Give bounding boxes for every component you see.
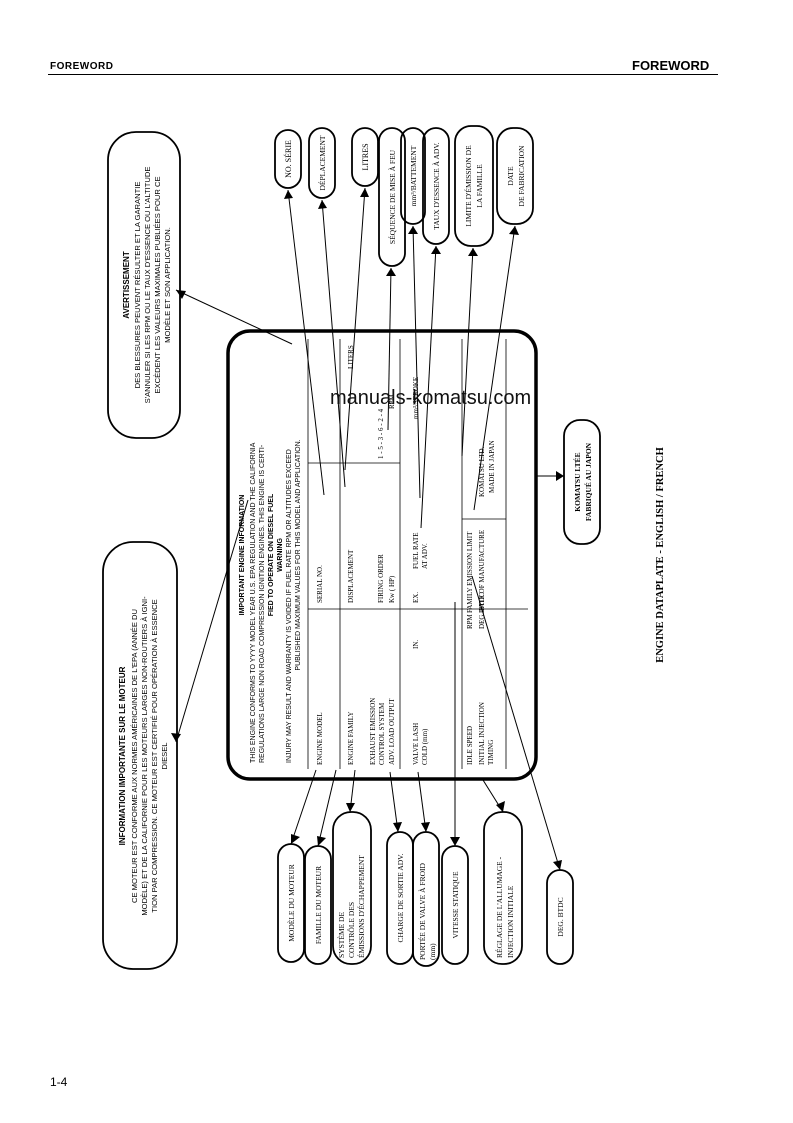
page-number: 1-4 xyxy=(50,1075,68,1089)
plate-komatsu-2: MADE IN JAPAN xyxy=(488,440,496,493)
callout-portee-2: (mm) xyxy=(428,943,437,960)
callout-komatsu-2: FABRIQUÉ AU JAPON xyxy=(583,442,593,521)
callout-systeme-3: ÉMISSIONS D'ÉCHAPPEMENT xyxy=(356,855,366,958)
plate-rpm-1: RPM xyxy=(388,393,396,409)
plate-inj-2: TIMING xyxy=(487,740,495,765)
engine-dataplate: IMPORTANT ENGINE INFORMATION THIS ENGINE… xyxy=(226,329,538,781)
callout-sequence: SÉQUENCE DE MISE À FEU xyxy=(387,149,397,244)
callout-limite-2: LA FAMILLE xyxy=(475,164,484,208)
plate-valve-2: COLD (mm) xyxy=(421,728,429,765)
plate-warning-title: WARNING xyxy=(277,538,284,572)
warn-line-1: DES BLESSURES PEUVENT RÉSULTER ET LA GAR… xyxy=(133,182,142,389)
header-left: FOREWORD xyxy=(50,61,114,72)
callout-famille: FAMILLE DU MOTEUR xyxy=(314,866,323,944)
plate-komatsu-1: KOMATSU LTD. xyxy=(478,446,486,497)
plate-engine-model: ENGINE MODEL xyxy=(316,712,324,765)
plate-dom: DATE OF MANUFACTURE xyxy=(478,530,486,613)
plate-fel: FAMILY EMISSION LIMIT xyxy=(466,531,474,613)
warn-title: AVERTISSEMENT xyxy=(122,251,131,319)
plate-rpm-2: RPM xyxy=(466,613,474,629)
info-line-4: DIESEL xyxy=(160,742,169,769)
info-title: INFORMATION IMPORTANTE SUR LE MOTEUR xyxy=(118,666,127,845)
callout-charge: CHARGE DE SORTIE ADV. xyxy=(396,853,405,942)
plate-inj-1: INITIAL INJECTION xyxy=(478,702,486,765)
plate-firing-order: FIRING ORDER xyxy=(377,554,385,603)
info-line-1: CE MOTEUR EST CONFORME AUX NORMES AMÉRIC… xyxy=(130,609,139,903)
plate-adv-load: ADV. LOAD OUTPUT xyxy=(388,698,396,765)
callout-date-2: DE FABRICATION xyxy=(517,145,526,206)
plate-serial-no: SERIAL NO. xyxy=(316,565,324,603)
callout-reglage-2: INJECTION INITIALE xyxy=(506,885,515,958)
dataplate-border xyxy=(226,329,538,781)
callout-vitesse: VITESSE STATIQUE xyxy=(451,871,460,939)
callout-portee-1: PORTÉE DE VALVE À FROID xyxy=(417,862,427,960)
callout-deg: DEG. BTDC xyxy=(556,897,565,936)
warn-line-2: S'ANNULER SI LES RPM OU LE TAUX D'ESSENC… xyxy=(143,167,152,404)
callout-reglage-1: RÉGLAGE DE L'ALLUMAGE - xyxy=(494,856,504,958)
callout-battement: mm³/BATTEMENT xyxy=(409,145,418,206)
info-line-3: TION PAR COMPRESSION. CE MOTEUR EST CERT… xyxy=(150,599,159,912)
plate-liters: LITERS xyxy=(347,345,355,369)
watermark: manuals-komatsu.com xyxy=(330,387,532,409)
plate-in: IN. xyxy=(412,640,420,649)
leader-lines xyxy=(175,187,564,871)
callout-warn-bubble xyxy=(107,131,181,439)
callout-info-bubble xyxy=(102,541,178,970)
plate-fuel-2: AT ADV. xyxy=(421,543,429,569)
callout-systeme-2: CONTRÔLE DES xyxy=(346,902,356,958)
plate-intro-2: REGULATIONS LARGE NON ROAD COMPRESSION I… xyxy=(259,444,266,763)
plate-mm3: mm³/STROKE xyxy=(412,377,420,419)
plate-warning-2: PUBLISHED MAXIMUM VALUES FOR THIS MODEL … xyxy=(295,439,302,670)
callout-komatsu-1: KOMATSU LTÉE xyxy=(572,452,582,511)
plate-title: IMPORTANT ENGINE INFORMATION xyxy=(239,495,246,616)
callout-systeme-1: SYSTÈME DE xyxy=(336,912,346,958)
plate-intro-1: THIS ENGINE CONFORMS TO YYYY MODEL YEAR … xyxy=(250,442,257,763)
callout-taux: TAUX D'ESSENCE À ADV. xyxy=(431,142,441,229)
plate-exhaust-1: EXHAUST EMISSION xyxy=(369,698,377,765)
plate-warning-1: INJURY MAY RESULT AND WARRANTY IS VOIDED… xyxy=(286,449,293,763)
plate-ex: EX. xyxy=(412,592,420,603)
plate-firing-values: 1 - 5 - 3 - 6 - 2 - 4 xyxy=(377,408,385,459)
warn-line-4: MODÈLE ET SON APPLICATION. xyxy=(163,227,172,343)
plate-kw: Kw ( HP) xyxy=(388,575,396,603)
info-line-2: MODÈLE) ET DE LA CALIFORNIE POUR LES MOT… xyxy=(140,596,149,916)
plate-valve-1: VALVE LASH xyxy=(412,723,420,765)
warn-line-3: EXCÈDENT LES VALEURS MAXIMALES PUBLIÉES … xyxy=(153,176,162,393)
callout-limite-1: LIMITE D'ÉMISSION DE xyxy=(463,145,473,227)
plate-idle: IDLE SPEED xyxy=(466,726,474,765)
figure-caption: ENGINE DATAPLATE - ENGLISH / FRENCH xyxy=(655,447,666,663)
callout-modele: MODÈLE DU MOTEUR xyxy=(286,864,296,942)
callout-no-serie: NO. SÉRIE xyxy=(283,140,293,178)
callout-litres: LITRES xyxy=(361,143,370,170)
plate-displacement: DISPLACEMENT xyxy=(347,549,355,603)
plate-fuel-1: FUEL RATE xyxy=(412,533,420,570)
plate-exhaust-2: CONTROL SYSTEM xyxy=(378,702,386,765)
callout-date-1: DATE xyxy=(506,166,515,186)
header-rule xyxy=(48,74,718,75)
plate-intro-3: FIED TO OPERATE ON DIESEL FUEL xyxy=(268,493,275,616)
callout-deplacement: DÉPLACEMENT xyxy=(317,135,327,190)
header-right: FOREWORD xyxy=(632,58,710,73)
plate-engine-family: ENGINE FAMILY xyxy=(347,712,355,765)
